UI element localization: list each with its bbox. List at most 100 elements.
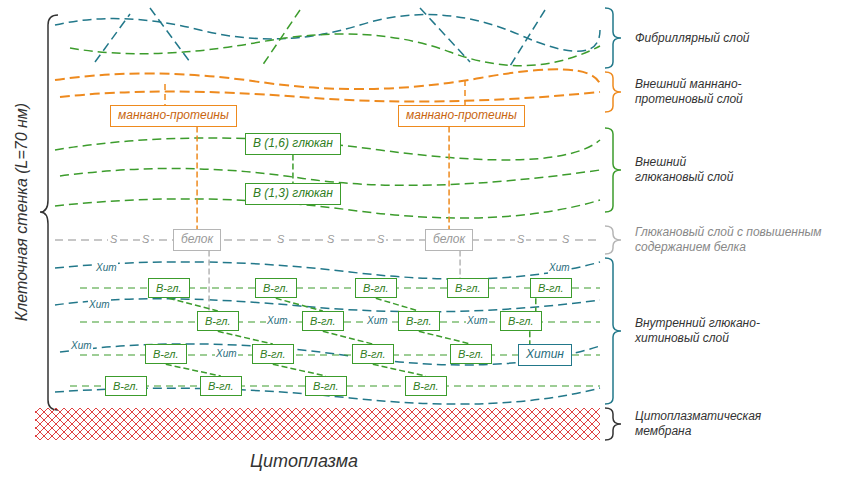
link-line: [169, 298, 218, 311]
glucan-box: B-гл.: [255, 278, 297, 298]
glucan-box: B-гл.: [305, 376, 347, 396]
box-text: B-гл.: [113, 379, 139, 393]
cytoplasmic-membrane: [35, 408, 600, 440]
chitin-label: Хит: [70, 340, 93, 353]
layer-label: Внешний маннано-протеиновый слой: [635, 77, 755, 107]
chitin-label: Хит: [548, 262, 571, 275]
link-line: [529, 331, 531, 344]
disulfide-label: S: [140, 233, 151, 247]
wall-title: Клеточная стенка (L=70 нм): [12, 103, 32, 321]
glucan-box: B-гл.: [352, 344, 394, 364]
link-line: [373, 364, 426, 376]
glucan-box: B (1,3) глюкан: [245, 183, 341, 205]
protein-box: белок: [173, 229, 221, 251]
disulfide-label: S: [375, 233, 386, 247]
chitin-label: Хит: [366, 315, 389, 328]
layer-label: Внутренний глюкано-хитиновый слой: [635, 316, 775, 346]
protein-box: белок: [425, 229, 473, 251]
link-line: [218, 331, 273, 344]
box-text: белок: [181, 232, 213, 248]
layer-label: Внешний глюкановый слой: [635, 155, 743, 185]
layer-label: Фибриллярный слой: [635, 31, 795, 46]
glucan-box: B-гл.: [405, 376, 447, 396]
fibril-line: [420, 8, 470, 62]
box-text: B-гл.: [538, 281, 564, 295]
link-line: [273, 364, 326, 376]
chitin-box: Хитин: [518, 344, 572, 366]
disulfide-label: S: [515, 233, 526, 247]
disulfide-label: S: [108, 233, 119, 247]
box-text: B-гл.: [156, 281, 182, 295]
chitin-line: [55, 299, 600, 312]
layer-brace: [605, 8, 621, 68]
layer-brace: [605, 226, 621, 254]
box-text: B-гл.: [208, 379, 234, 393]
chitin-label: Хит: [88, 299, 111, 312]
layer-label: Цитоплазматическая мембрана: [635, 409, 775, 439]
box-text: маннано-протеины: [118, 108, 229, 124]
layer-brace: [605, 408, 621, 440]
glucan-box: B-гл.: [252, 344, 294, 364]
box-text: B-гл.: [406, 314, 432, 328]
box-text: B-гл.: [205, 314, 231, 328]
mannan-line: [55, 69, 600, 89]
box-text: B-гл.: [455, 281, 481, 295]
mannan-stalk: [464, 80, 466, 105]
box-text: B-гл.: [363, 281, 389, 295]
mannan-stalk: [164, 84, 166, 105]
link-line: [535, 298, 537, 311]
chitin-label: Хит: [266, 315, 289, 328]
disulfide-label: S: [325, 233, 336, 247]
box-text: B-гл.: [413, 379, 439, 393]
glucan-box: B-гл.: [148, 278, 190, 298]
link-line: [166, 364, 221, 376]
glucan-box: B-гл.: [355, 278, 397, 298]
box-text: B-гл.: [263, 281, 289, 295]
chitin-label: Хит: [215, 348, 238, 361]
box-text: B-гл.: [313, 379, 339, 393]
box-text: B-гл.: [458, 347, 484, 361]
glucan-box: B-гл.: [145, 344, 187, 364]
link-line: [448, 127, 450, 229]
chitin-line: [55, 262, 600, 279]
chitin-line: [60, 344, 600, 365]
box-text: B-гл.: [508, 314, 534, 328]
layer-brace: [605, 258, 621, 404]
glucan-box: B-гл.: [447, 278, 489, 298]
fibril-line: [262, 10, 300, 66]
link-line: [276, 298, 323, 311]
glucan-box: B-гл.: [105, 376, 147, 396]
mannoprotein-box: маннано-протеины: [398, 105, 525, 127]
layer-label: Глюкановый слой с повышенным содержанием…: [635, 225, 843, 255]
disulfide-label: S: [560, 233, 571, 247]
box-text: B-гл.: [153, 347, 179, 361]
link-line: [419, 331, 471, 344]
box-text: B (1,3) глюкан: [253, 186, 333, 202]
glucan-box: B-гл.: [500, 311, 542, 331]
box-text: маннано-протеины: [406, 108, 517, 124]
box-text: B-гл.: [260, 347, 286, 361]
link-line: [196, 127, 198, 229]
glucan-box: B-гл.: [197, 311, 239, 331]
layer-brace: [605, 72, 621, 112]
link-line: [292, 155, 294, 183]
box-text: B (1,6) глюкан: [253, 136, 333, 152]
glucan-box: B (1,6) глюкан: [245, 133, 341, 155]
fibril-line: [95, 14, 130, 62]
glucan-box: B-гл.: [398, 311, 440, 331]
link-line: [323, 331, 373, 344]
chitin-label: Хит: [95, 262, 118, 275]
box-text: белок: [433, 232, 465, 248]
glucan-box: B-гл.: [200, 376, 242, 396]
mannoprotein-box: маннано-протеины: [110, 105, 237, 127]
chitin-label: Хит: [466, 315, 489, 328]
disulfide-label: S: [275, 233, 286, 247]
fibril-line: [55, 15, 600, 52]
glucan-box: B-гл.: [450, 344, 492, 364]
box-text: B-гл.: [310, 314, 336, 328]
box-text: Хитин: [526, 347, 564, 363]
layer-brace: [605, 128, 621, 212]
box-text: B-гл.: [360, 347, 386, 361]
glucan-box: B-гл.: [302, 311, 344, 331]
